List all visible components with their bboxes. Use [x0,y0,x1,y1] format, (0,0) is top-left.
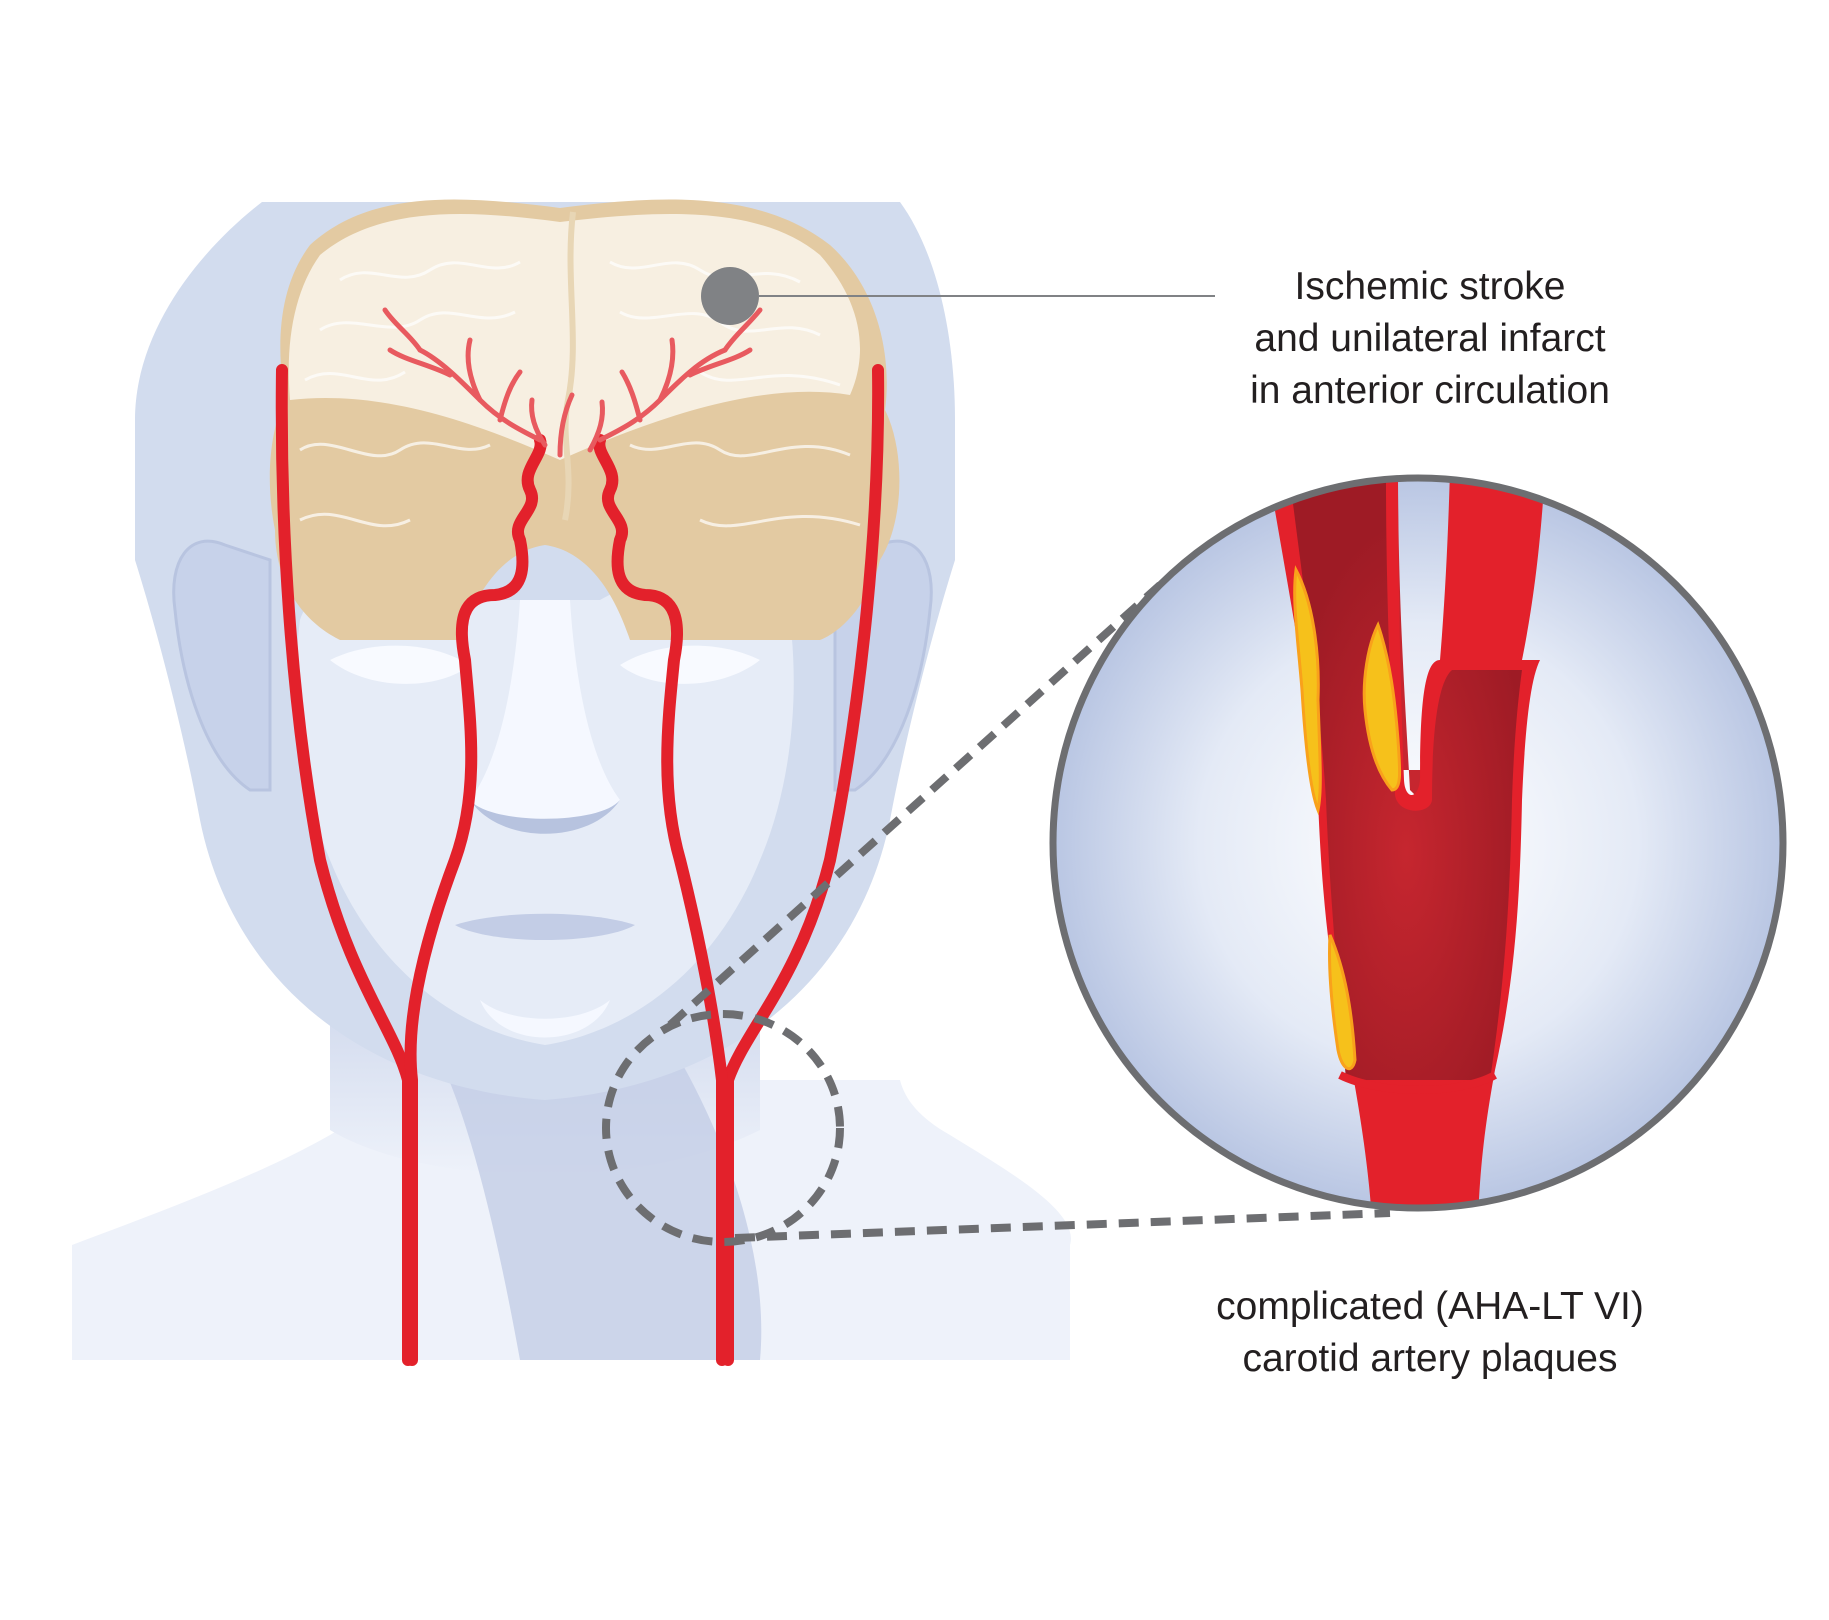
stroke-annotation-line-2: and unilateral infarct [1254,317,1606,360]
arteries [275,307,885,1366]
right-internal-carotid [593,434,728,1366]
plaque-upper-left [1293,565,1322,816]
left-ear [172,539,272,792]
plaque-lower-left [1327,934,1357,1071]
lens-lumen-floor [1338,1071,1497,1094]
stroke-annotation-line-3: in anterior circulation [1250,369,1610,412]
left-internal-carotid [404,434,547,1366]
left-eye [330,645,470,684]
nose-shadow [470,800,620,834]
plaque-annotation-line-2: carotid artery plaques [1242,1337,1618,1380]
neck-highlight-ellipse [602,1010,844,1246]
left-external-carotid [275,364,414,1366]
callout [602,582,1391,1246]
cerebral-branches [382,307,763,458]
plaque-bifurcation [1362,621,1402,792]
nose [470,600,620,823]
neck-front [430,1040,762,1360]
lens-border [1049,474,1787,1212]
magnified-artery [1049,474,1787,1212]
chin [480,1000,610,1038]
callout-line-bottom [734,1209,1391,1242]
plaque-annotation-line-1: complicated (AHA-LT VI) [1216,1285,1644,1328]
stroke-annotation: Ischemic stroke and unilateral infarct i… [1170,261,1690,417]
lens-right-branch [1440,478,1545,660]
stroke-annotation-line-1: Ischemic stroke [1294,265,1566,308]
callout-line-top [667,582,1163,1028]
right-external-carotid [722,364,885,1366]
plaque-annotation: complicated (AHA-LT VI) carotid artery p… [1150,1281,1710,1385]
infarct-marker [701,267,759,325]
lens-lumen [1290,480,1522,1080]
right-eye [620,645,760,684]
mouth [455,913,635,940]
